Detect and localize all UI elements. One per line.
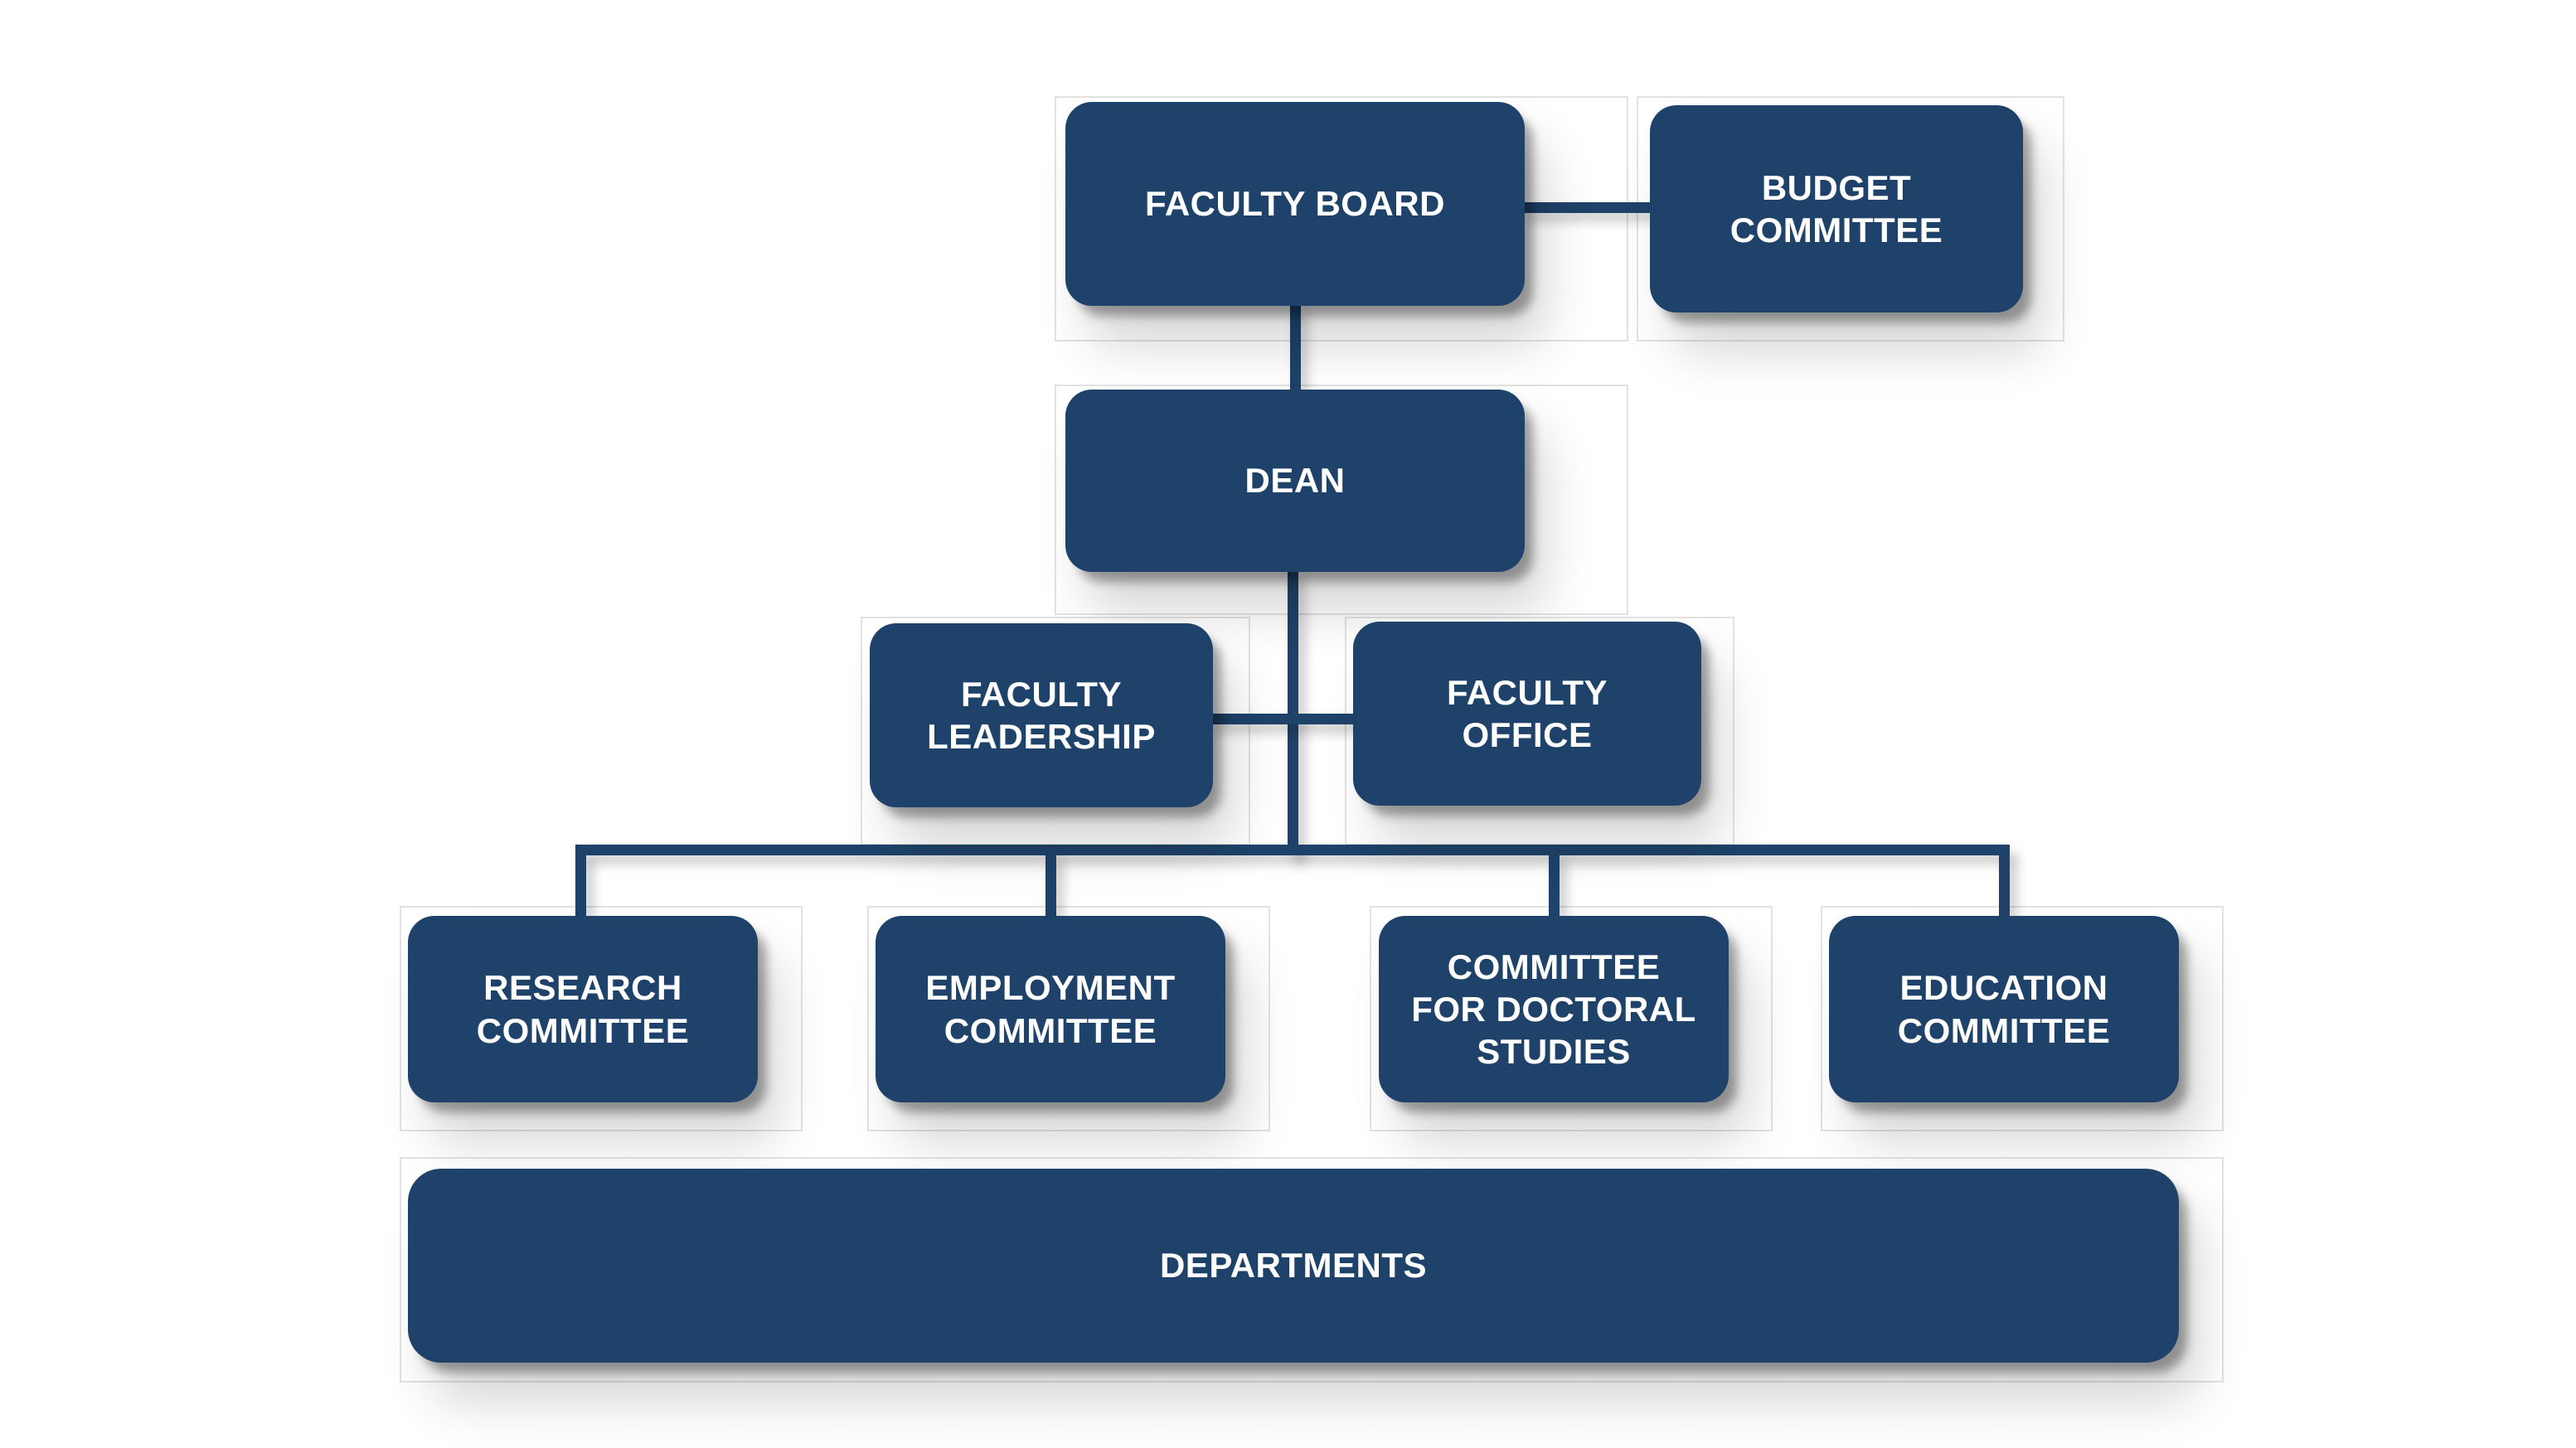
node-education-committee-line2: COMMITTEE	[1897, 1010, 2111, 1050]
node-faculty-office-line1: FACULTY	[1446, 672, 1608, 712]
node-education-committee: EDUCATION COMMITTEE	[1829, 916, 2179, 1102]
node-dean: DEAN	[1065, 390, 1525, 572]
connector-committee-bar	[575, 845, 2010, 855]
cell-education-committee	[1821, 906, 2224, 1131]
node-research-committee-line2: COMMITTEE	[476, 1010, 690, 1050]
node-research-committee-line1: RESEARCH	[483, 968, 682, 1008]
node-doctoral-committee-line2: FOR DOCTORAL	[1411, 989, 1696, 1029]
node-faculty-office-line2: OFFICE	[1462, 715, 1593, 754]
connector-board-dean	[1290, 303, 1301, 392]
node-faculty-board: FACULTY BOARD	[1065, 102, 1525, 306]
node-faculty-leadership-line2: LEADERSHIP	[927, 717, 1156, 756]
node-doctoral-committee: COMMITTEE FOR DOCTORAL STUDIES	[1379, 916, 1729, 1102]
cell-doctoral-committee	[1370, 906, 1773, 1131]
connector-drop-doctoral	[1549, 852, 1560, 920]
node-dean-label: DEAN	[1244, 461, 1346, 501]
node-doctoral-committee-line3: STUDIES	[1477, 1032, 1631, 1072]
node-research-committee: RESEARCH COMMITTEE	[408, 916, 758, 1102]
cell-budget-committee	[1637, 96, 2064, 341]
connector-dean-trunk	[1288, 570, 1298, 855]
cell-dean	[1055, 385, 1628, 615]
node-employment-committee-line2: COMMITTEE	[944, 1010, 1157, 1050]
node-budget-committee-line1: BUDGET	[1761, 167, 1912, 207]
cell-departments	[400, 1157, 2224, 1383]
cell-research-committee	[400, 906, 803, 1131]
connector-drop-education	[1999, 852, 2010, 920]
cell-employment-committee	[867, 906, 1270, 1131]
node-employment-committee-line1: EMPLOYMENT	[925, 968, 1176, 1008]
node-doctoral-committee-line1: COMMITTEE	[1447, 947, 1661, 986]
node-faculty-board-label: FACULTY BOARD	[1145, 184, 1445, 224]
node-departments-label: DEPARTMENTS	[1159, 1246, 1428, 1286]
node-employment-committee: EMPLOYMENT COMMITTEE	[876, 916, 1225, 1102]
connector-drop-employment	[1045, 852, 1056, 920]
node-faculty-office: FACULTY OFFICE	[1353, 622, 1701, 806]
node-budget-committee: BUDGET COMMITTEE	[1650, 105, 2023, 312]
connector-leadership-office	[1209, 714, 1358, 724]
cell-faculty-board	[1055, 96, 1628, 341]
connector-drop-research	[575, 852, 586, 920]
node-budget-committee-line2: COMMITTEE	[1729, 211, 1943, 249]
node-faculty-leadership-line1: FACULTY	[960, 674, 1123, 714]
node-faculty-leadership: FACULTY LEADERSHIP	[870, 623, 1213, 807]
node-education-committee-line1: EDUCATION	[1899, 968, 2108, 1008]
connector-board-budget	[1521, 202, 1654, 213]
node-departments: DEPARTMENTS	[408, 1169, 2179, 1363]
